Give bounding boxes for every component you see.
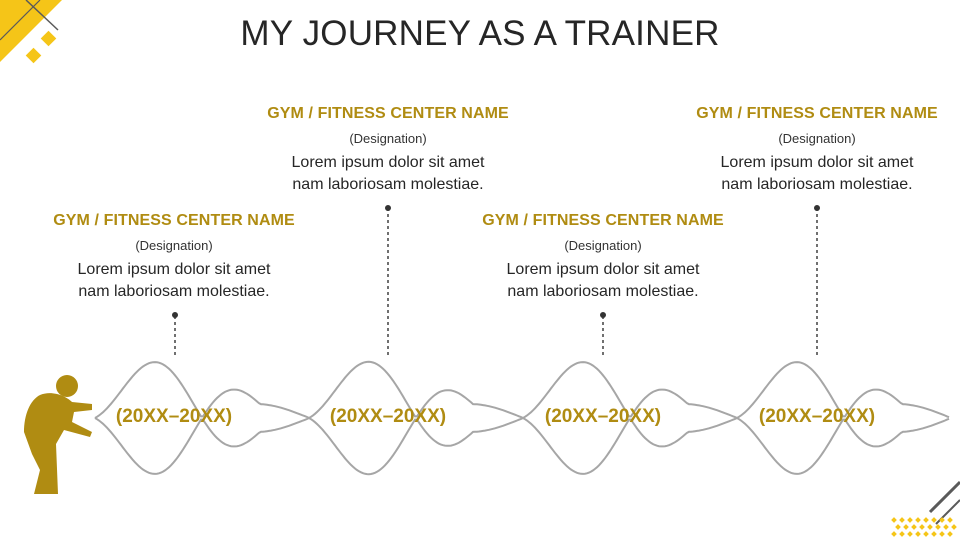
year-range: (20XX–20XX)	[758, 406, 876, 427]
description: Lorem ipsum dolor sit amet nam laboriosa…	[238, 152, 538, 196]
decorative-dot	[903, 524, 909, 530]
page-title: MY JOURNEY AS A TRAINER	[240, 14, 720, 53]
company-name: GYM / FITNESS CENTER NAME	[267, 105, 509, 122]
decorative-dot	[891, 531, 897, 537]
connector-dot-4	[814, 205, 820, 211]
decorative-dot	[923, 531, 929, 537]
decorative-dot	[931, 531, 937, 537]
decorative-dot	[891, 517, 897, 523]
description-line: Lorem ipsum dolor sit amet	[77, 261, 271, 278]
description-line: Lorem ipsum dolor sit amet	[291, 154, 485, 171]
decorative-dot	[919, 524, 925, 530]
timeline-entry: GYM / FITNESS CENTER NAME (Designation) …	[667, 105, 960, 196]
company-name: GYM / FITNESS CENTER NAME	[53, 212, 295, 229]
decorative-dot	[943, 524, 949, 530]
description-line: Lorem ipsum dolor sit amet	[720, 154, 914, 171]
connector-dot-2	[385, 205, 391, 211]
description-line: Lorem ipsum dolor sit amet	[506, 261, 700, 278]
decorative-dot	[907, 531, 913, 537]
decorative-dot	[951, 524, 957, 530]
timeline-entry: GYM / FITNESS CENTER NAME (Designation) …	[238, 105, 538, 196]
designation: (Designation)	[135, 238, 213, 253]
decorative-dot	[935, 524, 941, 530]
decorative-dot	[939, 531, 945, 537]
description-line: nam laboriosam molestiae.	[721, 176, 913, 193]
connectors	[174, 208, 818, 356]
description-line: nam laboriosam molestiae.	[507, 283, 699, 300]
description: Lorem ipsum dolor sit amet nam laboriosa…	[667, 152, 960, 196]
decorative-dot	[947, 531, 953, 537]
decorative-dot	[927, 524, 933, 530]
trainer-battle-rope-icon	[24, 375, 92, 494]
decorative-dot	[915, 531, 921, 537]
decorative-dot	[915, 517, 921, 523]
decorative-dot	[939, 517, 945, 523]
designation: (Designation)	[564, 238, 642, 253]
description-line: nam laboriosam molestiae.	[292, 176, 484, 193]
decorative-dot	[911, 524, 917, 530]
decorative-dot	[931, 517, 937, 523]
year-range: (20XX–20XX)	[544, 406, 662, 427]
designation: (Designation)	[778, 131, 856, 146]
timeline-entry: GYM / FITNESS CENTER NAME (Designation) …	[24, 212, 324, 303]
company-name: GYM / FITNESS CENTER NAME	[482, 212, 724, 229]
decorative-dot	[899, 517, 905, 523]
decorative-dot	[907, 517, 913, 523]
description: Lorem ipsum dolor sit amet nam laboriosa…	[24, 259, 324, 303]
decorative-dot	[947, 517, 953, 523]
corner-decoration-top-left	[0, 0, 62, 64]
timeline-entry: GYM / FITNESS CENTER NAME (Designation) …	[453, 212, 753, 303]
decorative-dot	[895, 524, 901, 530]
company-name: GYM / FITNESS CENTER NAME	[696, 105, 938, 122]
description-line: nam laboriosam molestiae.	[78, 283, 270, 300]
connector-dot-3	[600, 312, 606, 318]
designation: (Designation)	[349, 131, 427, 146]
year-range: (20XX–20XX)	[115, 406, 233, 427]
battle-rope	[94, 360, 950, 476]
corner-decoration-bottom-right	[891, 480, 960, 537]
description: Lorem ipsum dolor sit amet nam laboriosa…	[453, 259, 753, 303]
decorative-dot	[899, 531, 905, 537]
decorative-dot	[923, 517, 929, 523]
year-range: (20XX–20XX)	[329, 406, 447, 427]
connector-dot-1	[172, 312, 178, 318]
